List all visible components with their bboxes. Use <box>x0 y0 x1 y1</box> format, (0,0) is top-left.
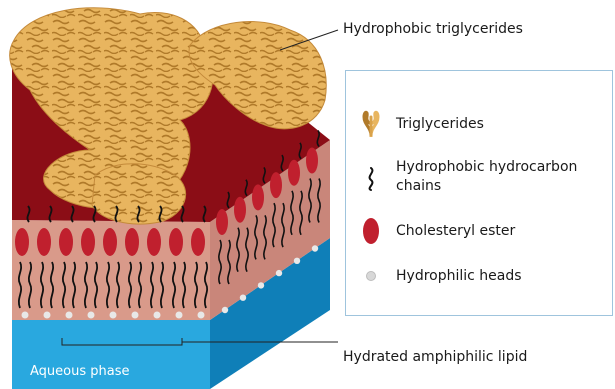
cholesteryl-ester-icon <box>361 216 381 246</box>
legend-item-cholesteryl-ester: Cholesteryl ester <box>396 222 515 240</box>
hydrophilic-head <box>132 312 139 319</box>
cholesteryl-ester <box>147 228 161 256</box>
hydrophilic-head <box>198 312 205 319</box>
cholesteryl-ester <box>37 228 51 256</box>
hydrophilic-head <box>294 258 300 264</box>
label-aqueous-phase: Aqueous phase <box>30 364 129 379</box>
cholesteryl-ester <box>59 228 73 256</box>
hydrophilic-head <box>110 312 117 319</box>
cholesteryl-ester <box>216 209 228 235</box>
hydrophilic-head <box>276 270 282 276</box>
cholesteryl-ester <box>169 228 183 256</box>
hydrophilic-head <box>312 245 318 251</box>
cholesteryl-ester <box>234 197 246 223</box>
cholesteryl-ester <box>125 228 139 256</box>
hydrophilic-head <box>22 312 29 319</box>
cholesteryl-ester <box>103 228 117 256</box>
cholesteryl-ester <box>252 184 264 210</box>
cholesteryl-ester <box>191 228 205 256</box>
label-hydrophobic-triglycerides: Hydrophobic triglycerides <box>343 21 523 38</box>
hydrophilic-head <box>88 312 95 319</box>
cholesteryl-ester <box>270 172 282 198</box>
hydrophilic-head <box>240 295 246 301</box>
hydrocarbon-chain-icon <box>364 167 378 191</box>
legend: Triglycerides Hydrophobic hydrocarbon ch… <box>345 70 613 316</box>
label-hydrated-amphiphilic-lipid: Hydrated amphiphilic lipid <box>343 349 527 366</box>
hydrophilic-head <box>176 312 183 319</box>
hydrophilic-head <box>44 312 51 319</box>
legend-item-hydrocarbon-line1: Hydrophobic hydrocarbon <box>396 158 577 176</box>
hydrophilic-head <box>66 312 73 319</box>
cholesteryl-ester <box>306 148 318 174</box>
legend-item-triglycerides: Triglycerides <box>396 115 484 133</box>
cholesteryl-ester <box>81 228 95 256</box>
legend-item-hydrocarbon-line2: chains <box>396 177 441 195</box>
hydrophilic-head-icon <box>365 270 377 282</box>
hydrophilic-head <box>222 307 228 313</box>
triglyceride-icon <box>360 109 382 137</box>
cholesteryl-ester <box>15 228 29 256</box>
hydrophilic-head <box>154 312 161 319</box>
hydrophilic-head <box>258 282 264 288</box>
legend-item-hydrophilic-heads: Hydrophilic heads <box>396 267 522 285</box>
cholesteryl-ester <box>288 160 300 186</box>
